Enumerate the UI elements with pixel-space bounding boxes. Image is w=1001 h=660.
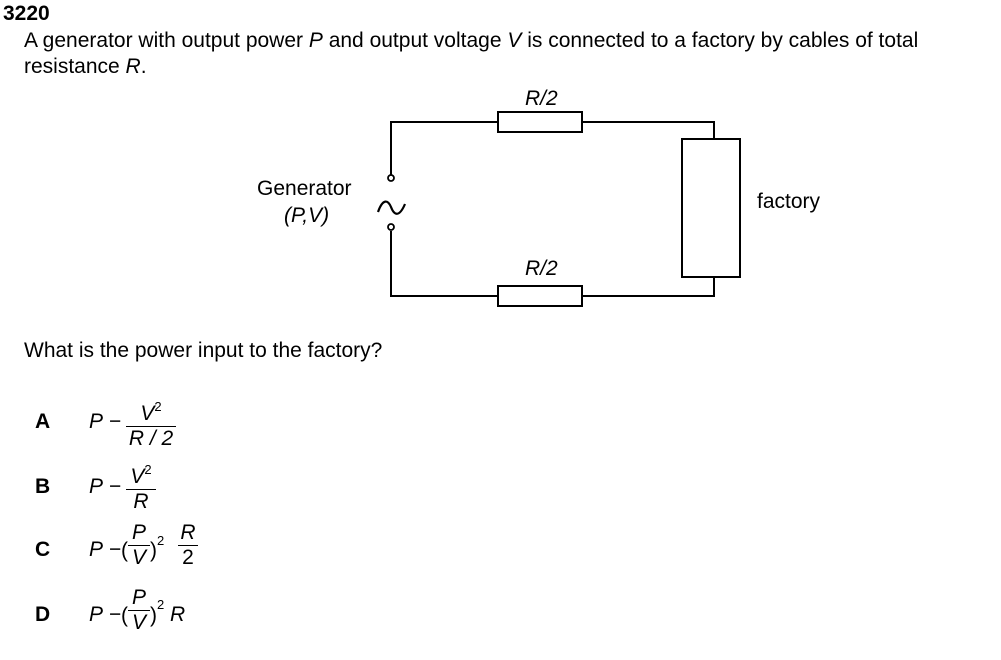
ac-source-icon: [376, 200, 407, 215]
stem-text: .: [140, 55, 147, 78]
generator-params: (P,V): [284, 204, 329, 228]
close-paren: ): [150, 539, 157, 562]
fraction-bar: [178, 545, 198, 546]
stem-text: is connected to a factory by cables of t…: [24, 29, 919, 78]
option-a-fraction: V2 R / 2: [126, 395, 176, 451]
option-b-minus: −: [109, 475, 122, 498]
stem-var-v: V: [507, 29, 522, 52]
question-stem: A generator with output power P and outp…: [24, 28, 999, 80]
question-prompt: What is the power input to the factory?: [24, 339, 383, 362]
option-a-lead: P: [89, 410, 104, 433]
fraction-denominator: R: [133, 490, 149, 513]
wire-top-left: [390, 121, 498, 175]
fraction-numerator: P: [131, 586, 146, 609]
stem-text: A generator with output power: [24, 29, 309, 52]
terminal-top: [387, 174, 395, 182]
factory-label: factory: [757, 190, 821, 213]
close-paren: ): [150, 604, 157, 627]
option-c-inner-fraction: P V: [128, 521, 150, 570]
fraction-numerator: V2: [140, 399, 162, 425]
wire-bottom-right: [582, 277, 715, 297]
top-resistor: [497, 111, 583, 133]
option-a-minus: −: [109, 410, 122, 433]
option-c-tail-fraction: R 2: [178, 521, 198, 570]
fraction-denominator: R / 2: [128, 427, 174, 450]
stem-var-r: R: [125, 55, 141, 78]
option-b-lead: P: [89, 475, 104, 498]
wire-bottom-left: [390, 231, 498, 297]
fraction-bar: [128, 545, 150, 546]
stem-var-p: P: [308, 29, 323, 52]
option-b-fraction: V2 R: [126, 458, 156, 514]
fraction-denominator: V: [131, 546, 146, 569]
generator-params-text: (P,V): [284, 204, 330, 227]
option-c-lead: P: [89, 538, 104, 561]
terminal-bottom: [387, 223, 395, 231]
factory-load: [681, 138, 741, 278]
open-paren: (: [121, 604, 128, 627]
fraction-numerator: R: [180, 521, 196, 544]
bottom-resistor-label: R/2: [525, 257, 558, 281]
option-c-exponent: 2: [157, 533, 165, 548]
top-resistor-label-text: R/2: [525, 87, 558, 110]
bottom-resistor-label-text: R/2: [525, 257, 558, 280]
bottom-resistor: [497, 285, 583, 307]
fraction-denominator: V: [131, 611, 146, 634]
open-paren: (: [121, 539, 128, 562]
option-d-lead: P: [89, 603, 104, 626]
fraction-denominator: 2: [182, 546, 194, 569]
option-d-minus: −: [109, 603, 122, 626]
question-number: 3220: [3, 2, 50, 25]
option-c-minus: −: [109, 538, 122, 561]
option-letter: C: [35, 538, 51, 561]
generator-label: Generator: [257, 177, 352, 200]
option-d-inner-fraction: P V: [128, 586, 150, 635]
fraction-bar: [128, 610, 150, 611]
option-letter: A: [35, 410, 51, 433]
option-d-tail: R: [170, 603, 186, 626]
stem-text: and output voltage: [322, 29, 508, 52]
fraction-bar: [126, 489, 156, 490]
fraction-numerator: P: [131, 521, 146, 544]
fraction-numerator: V2: [130, 462, 152, 488]
option-letter: B: [35, 475, 51, 498]
wire-top-right: [582, 121, 715, 139]
fraction-bar: [126, 426, 176, 427]
top-resistor-label: R/2: [525, 87, 558, 111]
option-d-exponent: 2: [157, 597, 165, 612]
option-letter: D: [35, 603, 51, 626]
